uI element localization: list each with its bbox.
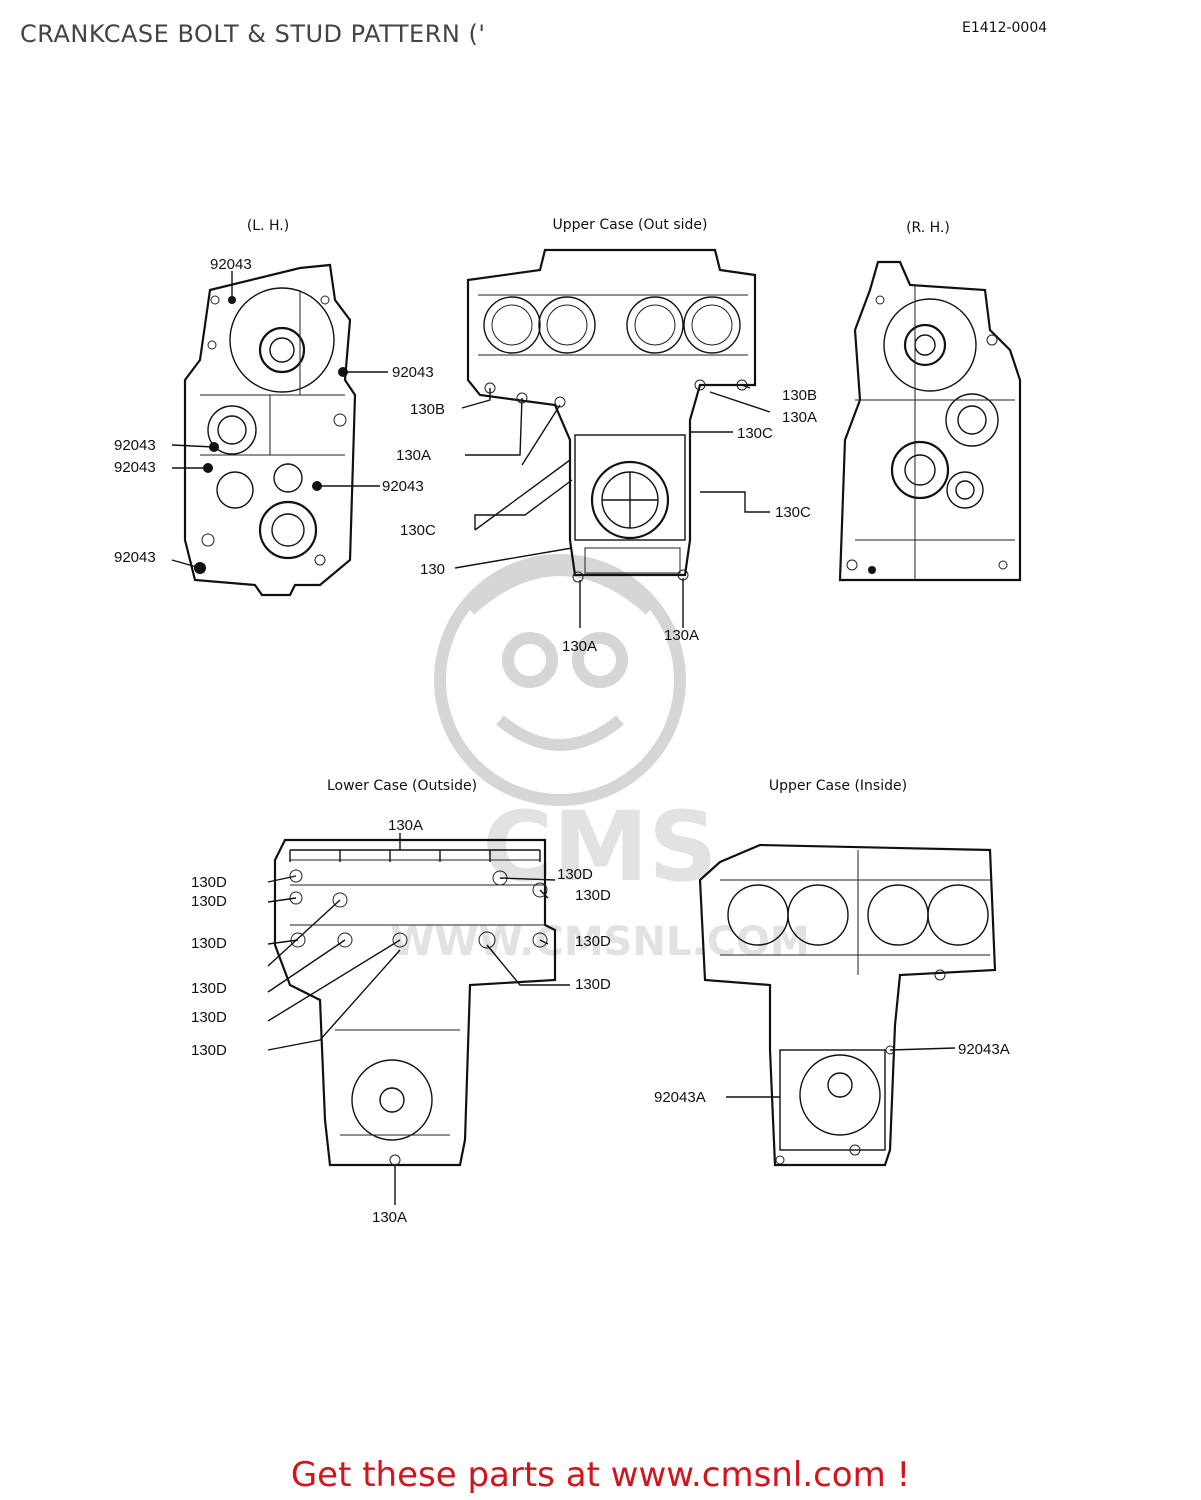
watermark-url-text: WWW.CMSNL.COM (390, 919, 810, 965)
callout-lower-outside-4: 130D (191, 935, 227, 952)
callout-lower-outside-2: 130D (191, 874, 227, 891)
callout-upper-outside-10: 130A (664, 627, 699, 644)
promo-link[interactable]: Get these parts at www.cmsnl.com ! (290, 1455, 911, 1495)
callout-lower-outside-9: 130D (575, 887, 611, 904)
view-title-lh: (L. H.) (247, 218, 289, 234)
callout-upper-outside-6: 130C (400, 522, 436, 539)
callout-lower-outside-8: 130D (557, 866, 593, 883)
callout-upper-outside-4: 130A (782, 409, 817, 426)
callout-upper-outside-2: 130B (782, 387, 817, 404)
view-title-lower-outside: Lower Case (Outside) (327, 778, 477, 794)
callout-upper-outside-8: 130 (420, 561, 445, 578)
callout-upper-outside-1: 130B (410, 401, 445, 418)
drawing-id: E1412-0004 (962, 20, 1048, 36)
upper-outside-case-drawing (466, 248, 757, 583)
callout-lh-2: 92043 (392, 364, 434, 381)
upper-outside-callout-leaders (454, 384, 771, 628)
callout-upper-outside-3: 130A (396, 447, 431, 464)
lower-outside-callout-leaders (267, 833, 570, 1205)
callout-lower-outside-7: 130D (191, 1042, 227, 1059)
rh-case-drawing (838, 260, 1022, 582)
callout-lower-outside-10: 130D (575, 933, 611, 950)
page-title: CRANKCASE BOLT & STUD PATTERN (' (20, 20, 486, 48)
lower-outside-case-drawing (273, 838, 557, 1167)
callout-upper-outside-5: 130C (737, 425, 773, 442)
callout-lower-outside-1: 130A (388, 817, 423, 834)
lh-callout-leaders (171, 271, 388, 569)
lh-case-drawing (183, 263, 357, 597)
callout-upper-inside-1: 92043A (958, 1041, 1010, 1058)
cms-watermark: CMS WWW.CMSNL.COM (390, 554, 810, 965)
view-title-upper-outside: Upper Case (Out side) (553, 217, 708, 233)
callout-lower-outside-12: 130A (372, 1209, 407, 1226)
callout-upper-outside-7: 130C (775, 504, 811, 521)
callout-lower-outside-6: 130D (191, 1009, 227, 1026)
callout-lh-5: 92043 (382, 478, 424, 495)
callout-upper-inside-2: 92043A (654, 1089, 706, 1106)
callout-lh-4: 92043 (114, 459, 156, 476)
callout-lh-1: 92043 (210, 256, 252, 273)
watermark-logo-text: CMS (482, 791, 717, 903)
callout-lh-6: 92043 (114, 549, 156, 566)
callout-lower-outside-3: 130D (191, 893, 227, 910)
callout-lower-outside-5: 130D (191, 980, 227, 997)
callout-upper-outside-9: 130A (562, 638, 597, 655)
callout-lh-3: 92043 (114, 437, 156, 454)
callout-lower-outside-11: 130D (575, 976, 611, 993)
view-title-rh: (R. H.) (906, 220, 950, 236)
view-title-upper-inside: Upper Case (Inside) (769, 778, 907, 794)
upper-inside-case-drawing (698, 843, 997, 1167)
upper-inside-callout-leaders (726, 1047, 956, 1098)
